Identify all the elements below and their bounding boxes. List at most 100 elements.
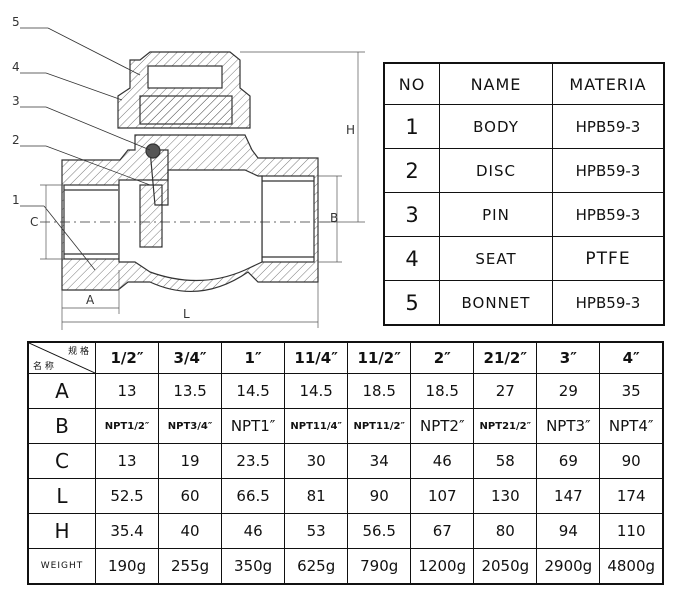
dim-H-label: H [346,123,355,137]
row-label: B [27,408,96,444]
table-cell: 1200g [410,548,475,585]
table-cell: 90 [599,443,664,479]
parts-header-name: NAME [439,62,553,105]
row-label: A [27,373,96,409]
callout-3: 3 [12,94,20,108]
table-cell: 4800g [599,548,664,585]
table-cell: 147 [536,478,601,514]
table-cell: 27 [473,373,538,409]
table-cell: 29 [536,373,601,409]
table-cell: 2900g [536,548,601,585]
table-cell: NPT1″ [221,408,286,444]
valve-body-section [40,51,335,292]
row-label: WEIGHT [27,548,96,585]
size-header: 21/2″ [473,341,538,374]
size-row-L: L 52.5 60 66.5 81 90 107 130 147 174 [27,478,664,514]
part-material: HPB59-3 [552,104,665,149]
table-cell: 174 [599,478,664,514]
size-header: 1″ [221,341,286,374]
table-cell: 40 [158,513,223,549]
part-material: HPB59-3 [552,148,665,193]
table-cell: NPT21/2″ [473,408,538,444]
part-name: BONNET [439,280,553,326]
size-header: 4″ [599,341,664,374]
table-cell: 60 [158,478,223,514]
table-cell: 81 [284,478,349,514]
corner-diagonal [29,343,95,373]
part-no: 5 [383,280,440,326]
part-material: PTFE [552,236,665,281]
table-cell: 52.5 [94,478,160,514]
parts-header-no: NO [383,62,440,105]
table-cell: NPT1/2″ [94,408,160,444]
table-cell: 30 [284,443,349,479]
part-no: 4 [383,236,440,281]
size-table-corner: 规 格 名 称 [27,341,96,374]
table-cell: NPT3/4″ [158,408,223,444]
table-cell: 80 [473,513,538,549]
table-cell: NPT3″ [536,408,601,444]
size-row-C: C 13 19 23.5 30 34 46 58 69 90 [27,443,664,479]
table-cell: 53 [284,513,349,549]
part-name: DISC [439,148,553,193]
size-header: 1/2″ [94,341,160,374]
dim-L-label: L [183,307,190,321]
table-cell: 46 [221,513,286,549]
table-cell: NPT4″ [599,408,664,444]
table-cell: 13 [94,373,160,409]
table-cell: 350g [221,548,286,585]
table-cell: 66.5 [221,478,286,514]
size-row-H: H 35.4 40 46 53 56.5 67 80 94 110 [27,513,664,549]
parts-header-material: MATERIA [552,62,665,105]
row-label: H [27,513,96,549]
table-cell: 46 [410,443,475,479]
table-cell: 130 [473,478,538,514]
parts-row: 5 BONNET HPB59-3 [383,280,665,326]
size-header: 11/2″ [347,341,412,374]
table-cell: 94 [536,513,601,549]
parts-row: 4 SEAT PTFE [383,236,665,281]
table-cell: 2050g [473,548,538,585]
callout-2: 2 [12,133,20,147]
table-cell: 625g [284,548,349,585]
table-cell: 34 [347,443,412,479]
table-cell: 14.5 [221,373,286,409]
parts-row: 3 PIN HPB59-3 [383,192,665,237]
table-cell: 58 [473,443,538,479]
part-no: 2 [383,148,440,193]
dimension-lines [40,51,365,330]
part-no: 1 [383,104,440,149]
dim-A-label: A [86,293,95,307]
row-label: C [27,443,96,479]
table-cell: 67 [410,513,475,549]
corner-spec-label: 规 格 [68,347,89,357]
table-cell: 790g [347,548,412,585]
table-cell: NPT11/4″ [284,408,349,444]
table-cell: 13.5 [158,373,223,409]
table-cell: 18.5 [410,373,475,409]
size-row-B: B NPT1/2″ NPT3/4″ NPT1″ NPT11/4″ NPT11/2… [27,408,664,444]
table-cell: 69 [536,443,601,479]
table-cell: 56.5 [347,513,412,549]
table-cell: 255g [158,548,223,585]
table-cell: NPT2″ [410,408,475,444]
part-no: 3 [383,192,440,237]
part-name: SEAT [439,236,553,281]
table-cell: NPT11/2″ [347,408,412,444]
callout-5: 5 [12,15,20,29]
table-cell: 35.4 [94,513,160,549]
table-cell: 107 [410,478,475,514]
table-cell: 14.5 [284,373,349,409]
part-name: PIN [439,192,553,237]
size-row-A: A 13 13.5 14.5 14.5 18.5 18.5 27 29 35 [27,373,664,409]
part-name: BODY [439,104,553,149]
part-material: HPB59-3 [552,192,665,237]
size-row-weight: WEIGHT 190g 255g 350g 625g 790g 1200g 20… [27,548,664,585]
size-header: 3″ [536,341,601,374]
dim-C-label: C [30,215,38,229]
parts-table: NO NAME MATERIA 1 BODY HPB59-3 2 DISC HP… [383,62,665,326]
table-cell: 13 [94,443,160,479]
parts-row: 1 BODY HPB59-3 [383,104,665,149]
parts-row: 2 DISC HPB59-3 [383,148,665,193]
